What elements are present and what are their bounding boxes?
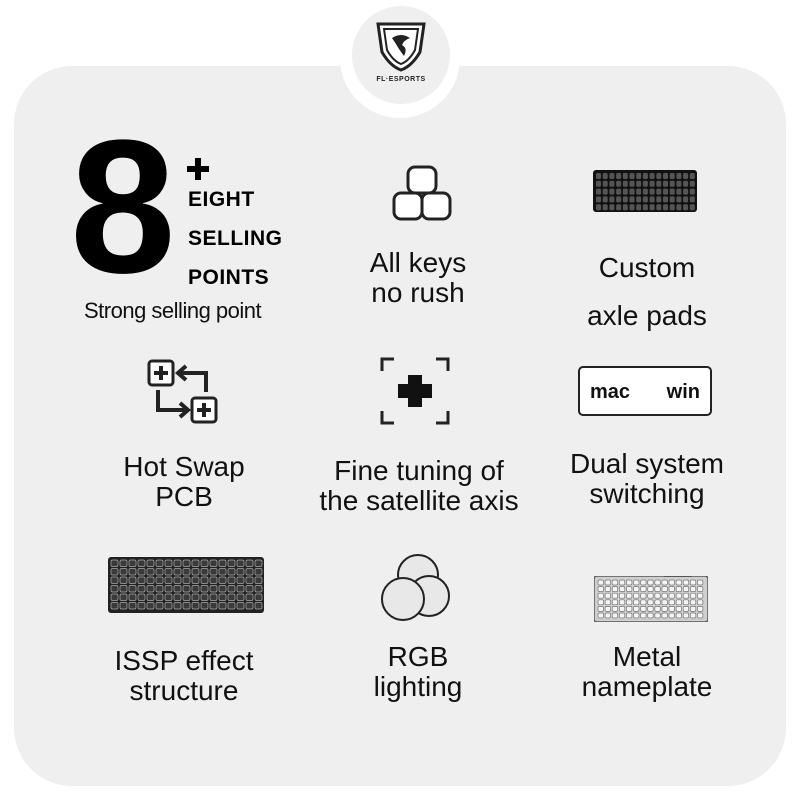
big-number: 8 (70, 101, 176, 313)
headline-subtitle: Strong selling point (84, 298, 262, 323)
toggle-mac-label: mac (590, 381, 631, 403)
headline-line-3: POINTS (188, 266, 270, 289)
feature-label-line1: Fine tuning of (334, 455, 504, 486)
brand-logo: FL·ESPORTS (352, 6, 450, 104)
headline-line-1: EIGHT (188, 188, 255, 211)
feature-dual-system: Dual system switching (556, 449, 738, 509)
shield-icon (376, 22, 426, 72)
hot-swap-icon (147, 359, 218, 424)
rgb-circles-icon (381, 554, 450, 621)
feature-label-line2: PCB (155, 481, 213, 512)
feature-label-line1: Metal (612, 641, 682, 672)
feature-label-line2: the satellite axis (319, 485, 519, 516)
axle-pads-icon (593, 170, 697, 212)
feature-label-line2: nameplate (581, 671, 713, 702)
feature-label-line1: Hot Swap (123, 451, 245, 482)
logo-text: FL·ESPORTS (376, 76, 426, 83)
toggle-win-label: win (666, 381, 700, 403)
feature-issp: ISSP effect structure (94, 646, 274, 706)
plus-icon (187, 158, 209, 180)
feature-label-line2: structure (129, 675, 239, 706)
feature-rgb: RGB lighting (318, 642, 518, 702)
feature-label-line2: no rush (371, 277, 465, 308)
keyboard-icon (108, 557, 264, 613)
feature-label-line1: RGB (387, 641, 449, 672)
feature-custom-axle: Custom axle pads (560, 244, 734, 340)
headline-line-2: SELLING (188, 227, 283, 250)
satellite-axis-icon (380, 357, 450, 425)
feature-satellite-axis: Fine tuning of the satellite axis (300, 456, 538, 516)
feature-label-line1: All keys (369, 247, 467, 278)
feature-hot-swap: Hot Swap PCB (94, 452, 274, 512)
dual-system-icon: mac win (578, 366, 712, 416)
feature-all-keys: All keys no rush (318, 248, 518, 308)
keycaps-icon (392, 165, 452, 221)
feature-label-line2: axle pads (587, 300, 707, 331)
feature-label-line2: switching (589, 478, 705, 509)
metal-keyboard-icon (594, 576, 708, 622)
feature-label-line1: ISSP effect (114, 645, 254, 676)
feature-label-line2: lighting (373, 671, 463, 702)
feature-label-line1: Dual system (569, 448, 725, 479)
feature-label-line1: Custom (598, 252, 696, 283)
feature-metal-nameplate: Metal nameplate (556, 642, 738, 702)
